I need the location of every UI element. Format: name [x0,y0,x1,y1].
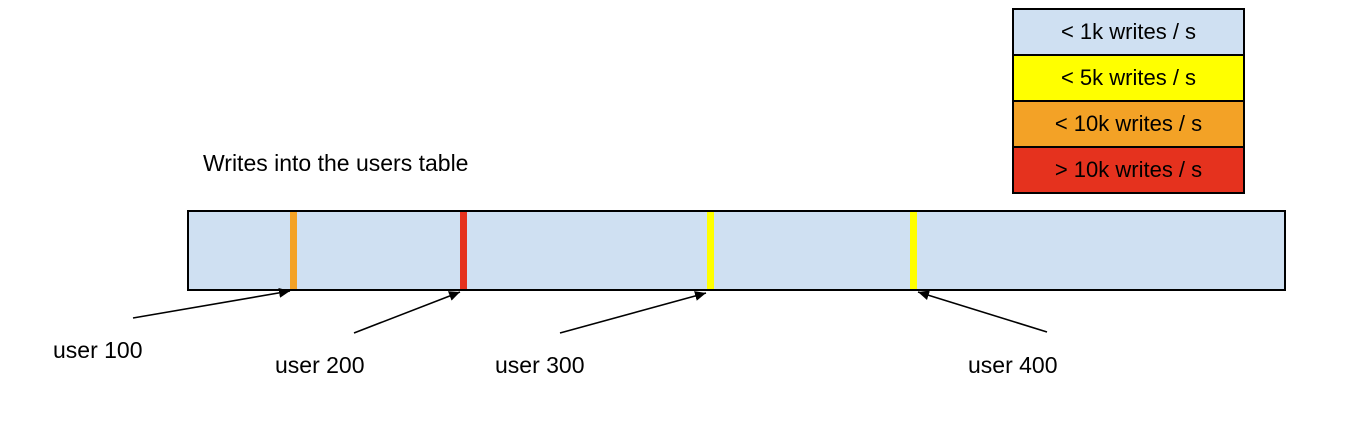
diagram-title: Writes into the users table [203,150,469,176]
arrow-user-200 [353,291,461,334]
label-user-100: user 100 [53,337,143,363]
legend: < 1k writes / s< 5k writes / s< 10k writ… [1012,8,1245,194]
stripe-user-400 [910,212,917,289]
stripe-user-100 [290,212,297,289]
stripe-user-300 [707,212,714,289]
arrow-user-100 [132,287,291,319]
label-user-300: user 300 [495,352,585,378]
users-table-bar [187,210,1286,291]
legend-item: < 1k writes / s [1012,8,1245,56]
arrow-user-400 [917,290,1048,333]
legend-item: < 10k writes / s [1012,100,1245,148]
label-user-400: user 400 [968,352,1058,378]
stripe-user-200 [460,212,467,289]
arrow-user-300 [559,291,707,334]
label-user-200: user 200 [275,352,365,378]
legend-item: > 10k writes / s [1012,146,1245,194]
legend-item: < 5k writes / s [1012,54,1245,102]
